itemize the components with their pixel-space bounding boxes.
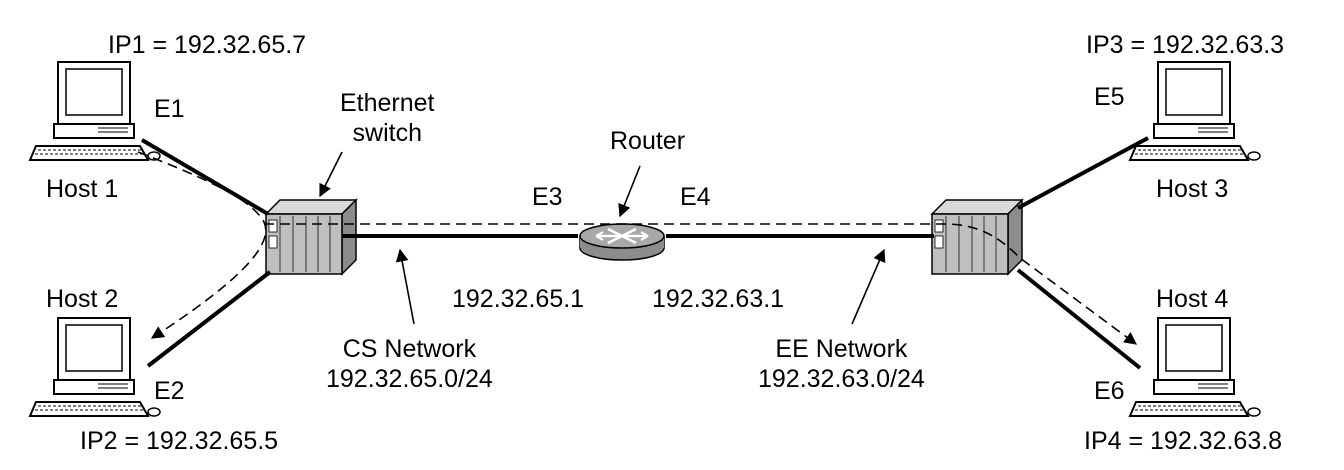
cs-network-prefix: 192.32.65.0/24 xyxy=(326,365,493,393)
host1-port-label: E1 xyxy=(154,95,185,123)
host2-computer-icon xyxy=(29,317,161,417)
host3-computer-icon xyxy=(1129,61,1261,161)
host3-name-label: Host 3 xyxy=(1156,175,1229,203)
host1-ip-label: IP1 = 192.32.65.7 xyxy=(108,31,307,59)
router-label-arrow xyxy=(618,165,641,218)
router-icon xyxy=(579,223,665,261)
host3-ip-label: IP3 = 192.32.63.3 xyxy=(1086,31,1285,59)
host3-port-label: E5 xyxy=(1094,83,1125,111)
host4-port-label: E6 xyxy=(1094,377,1125,405)
host1-computer-icon xyxy=(29,61,161,161)
host4-name-label: Host 4 xyxy=(1156,285,1229,313)
ee-network-arrow xyxy=(851,248,886,325)
link-e6 xyxy=(1016,268,1142,370)
ee-network-prefix: 192.32.63.0/24 xyxy=(758,365,925,393)
router-port-e3: E3 xyxy=(532,183,563,211)
ee-network-label: EE Network 192.32.63.0/24 xyxy=(758,334,925,394)
router-address-ee: 192.32.63.1 xyxy=(652,285,785,313)
cs-network-arrow xyxy=(395,248,415,325)
host4-computer-icon xyxy=(1129,317,1261,417)
packet-path-host1-to-host2 xyxy=(137,151,267,339)
host1-name-label: Host 1 xyxy=(46,175,119,203)
router-address-cs: 192.32.65.1 xyxy=(452,285,585,313)
cs-network-label: CS Network 192.32.65.0/24 xyxy=(326,334,493,394)
host2-name-label: Host 2 xyxy=(46,285,119,313)
host2-port-label: E2 xyxy=(154,377,185,405)
packet-path-host1-to-host4 xyxy=(264,223,1138,345)
switch-label-arrow xyxy=(319,151,343,198)
ee-network-name: EE Network xyxy=(775,335,908,363)
switch-label: Ethernet switch xyxy=(340,88,435,148)
host4-ip-label: IP4 = 192.32.63.8 xyxy=(1084,427,1283,455)
router-port-e4: E4 xyxy=(680,183,711,211)
router-label: Router xyxy=(610,127,686,155)
link-e1 xyxy=(140,138,270,216)
link-e5 xyxy=(1017,136,1149,210)
switch-label-line2: switch xyxy=(352,119,422,147)
link-e2 xyxy=(146,270,272,368)
switch-label-line1: Ethernet xyxy=(340,89,435,117)
cs-network-name: CS Network xyxy=(342,335,477,363)
host2-ip-label: IP2 = 192.32.65.5 xyxy=(80,427,279,455)
ee-ethernet-switch-icon xyxy=(931,199,1023,275)
